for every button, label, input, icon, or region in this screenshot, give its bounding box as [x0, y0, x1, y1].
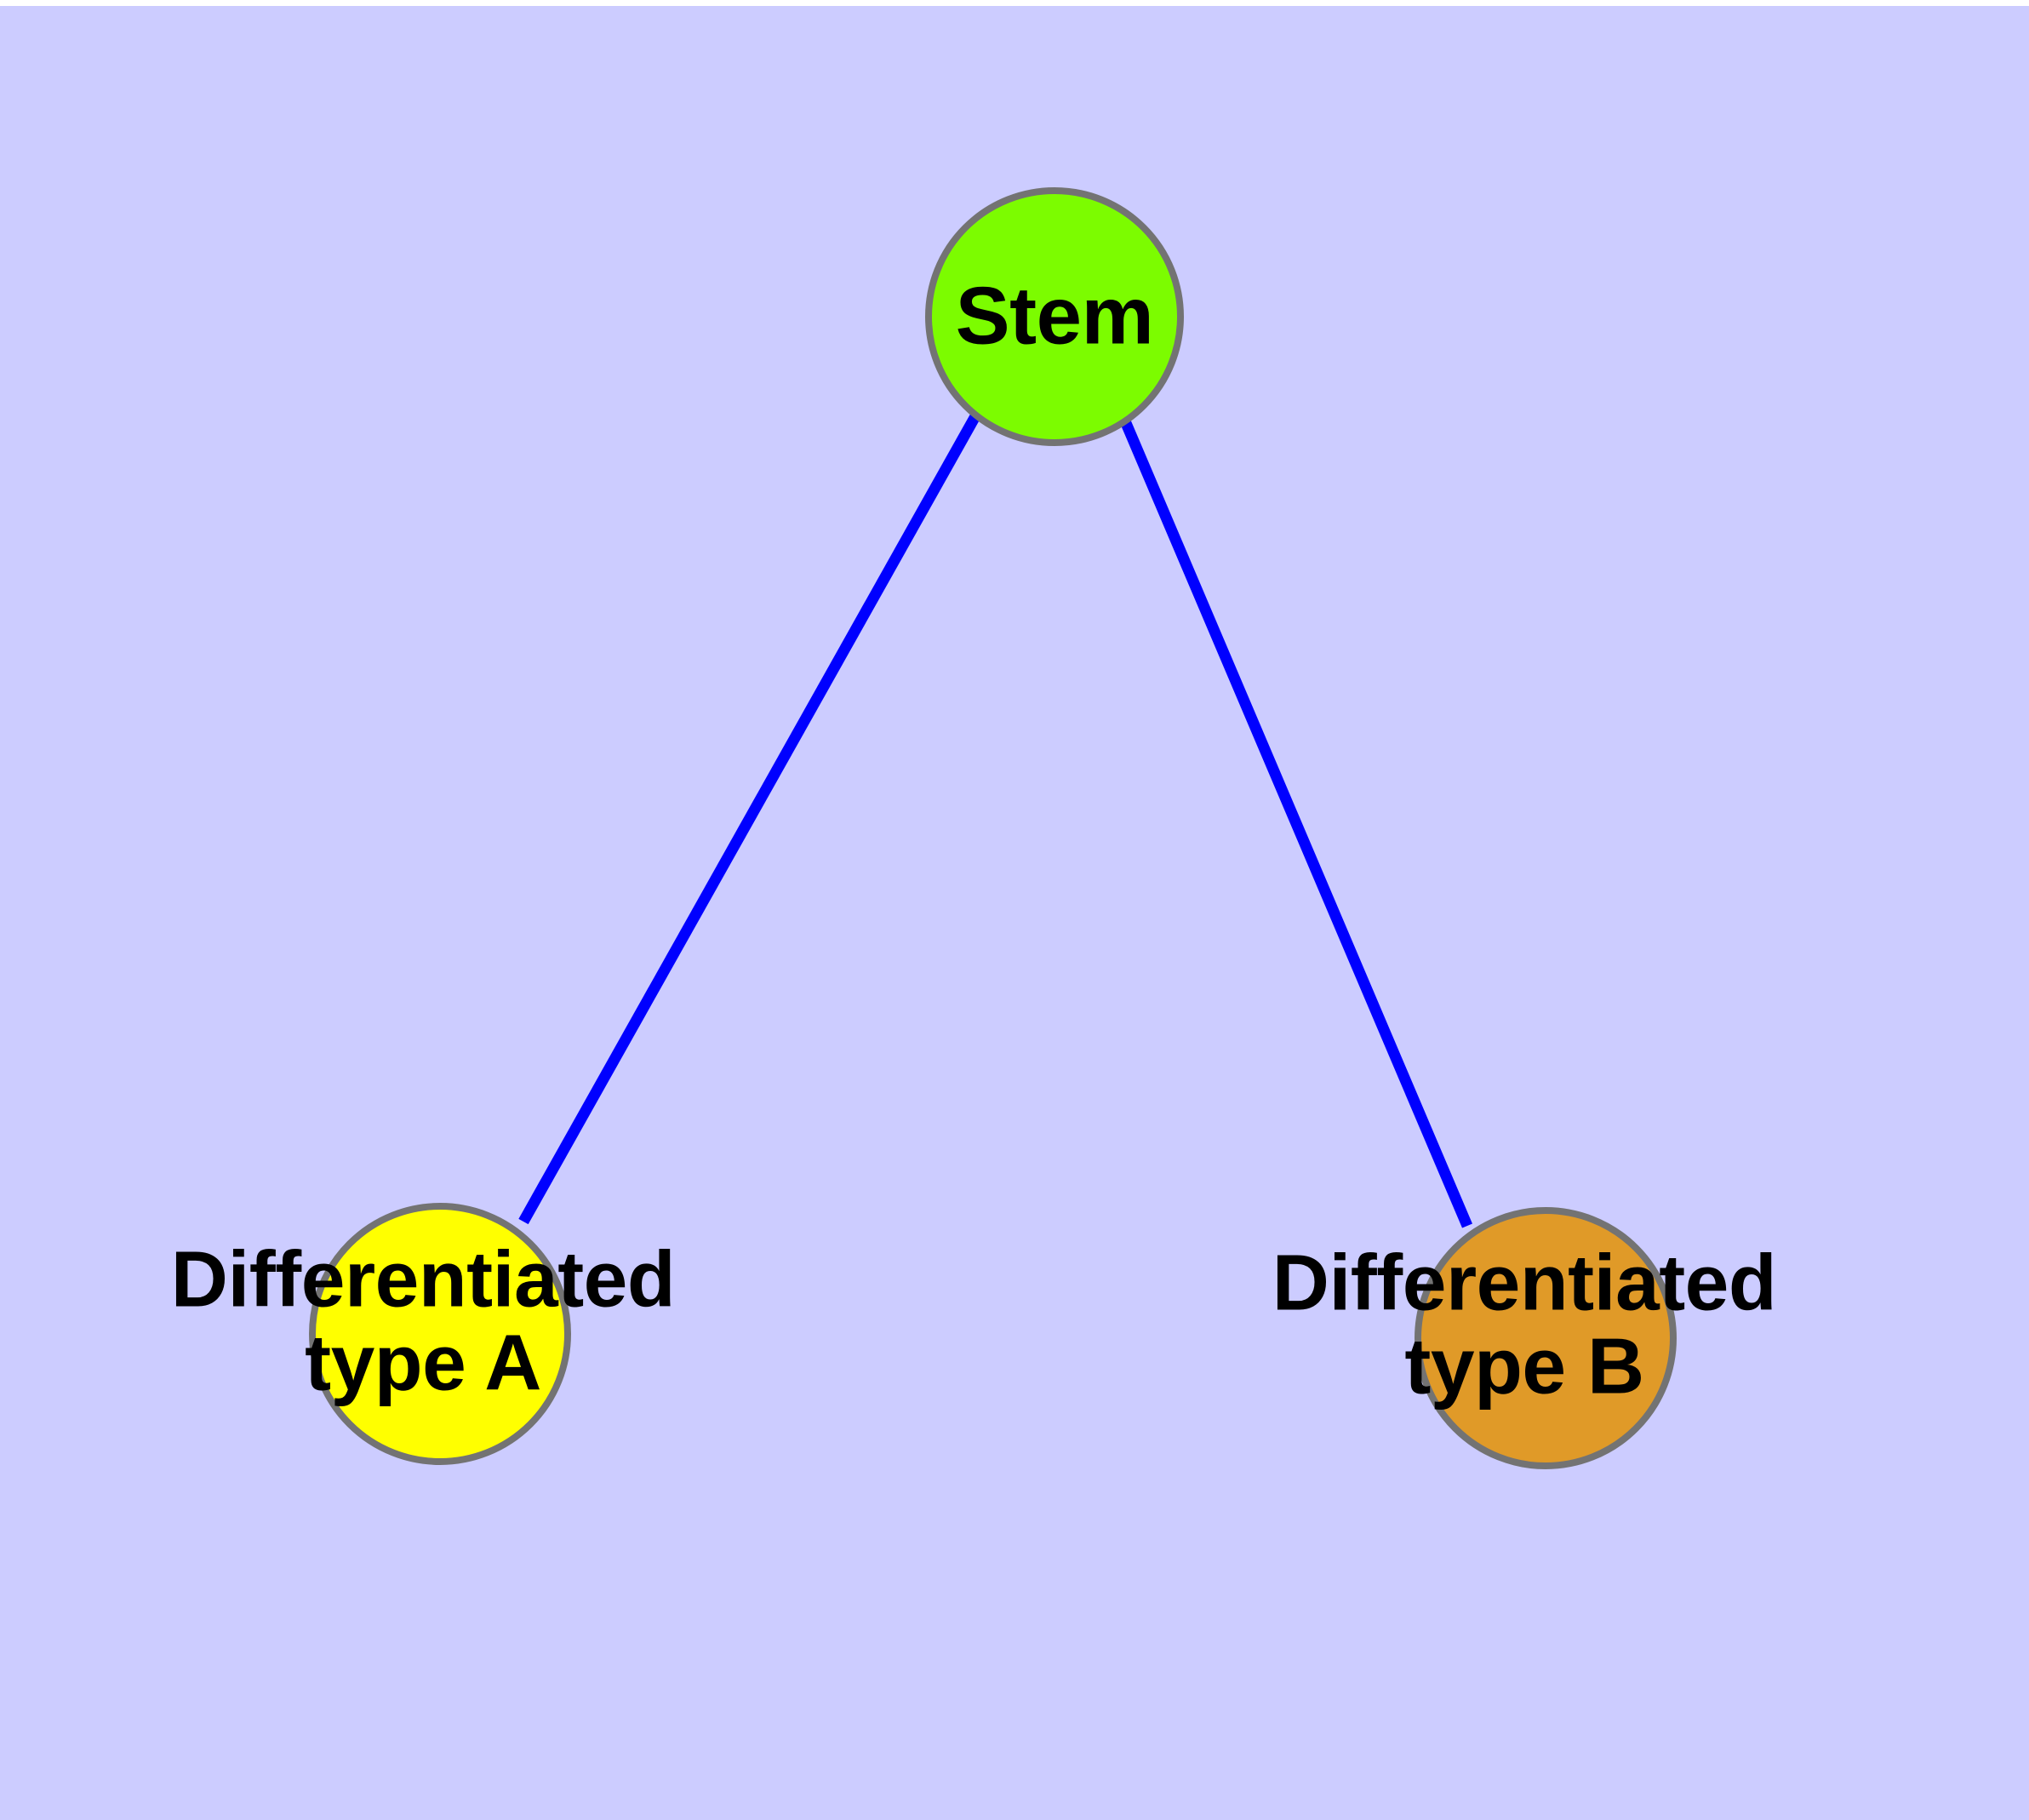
edge-stem-to-diff-b[interactable] [1118, 415, 1472, 1228]
node-differentiated-type-b[interactable] [1415, 1207, 1677, 1469]
node-layer [309, 187, 1677, 1469]
node-stem[interactable] [925, 187, 1184, 446]
edge-stem-to-diff-a[interactable] [518, 413, 980, 1225]
node-differentiated-type-a[interactable] [309, 1203, 571, 1465]
edge-layer [518, 413, 1472, 1228]
